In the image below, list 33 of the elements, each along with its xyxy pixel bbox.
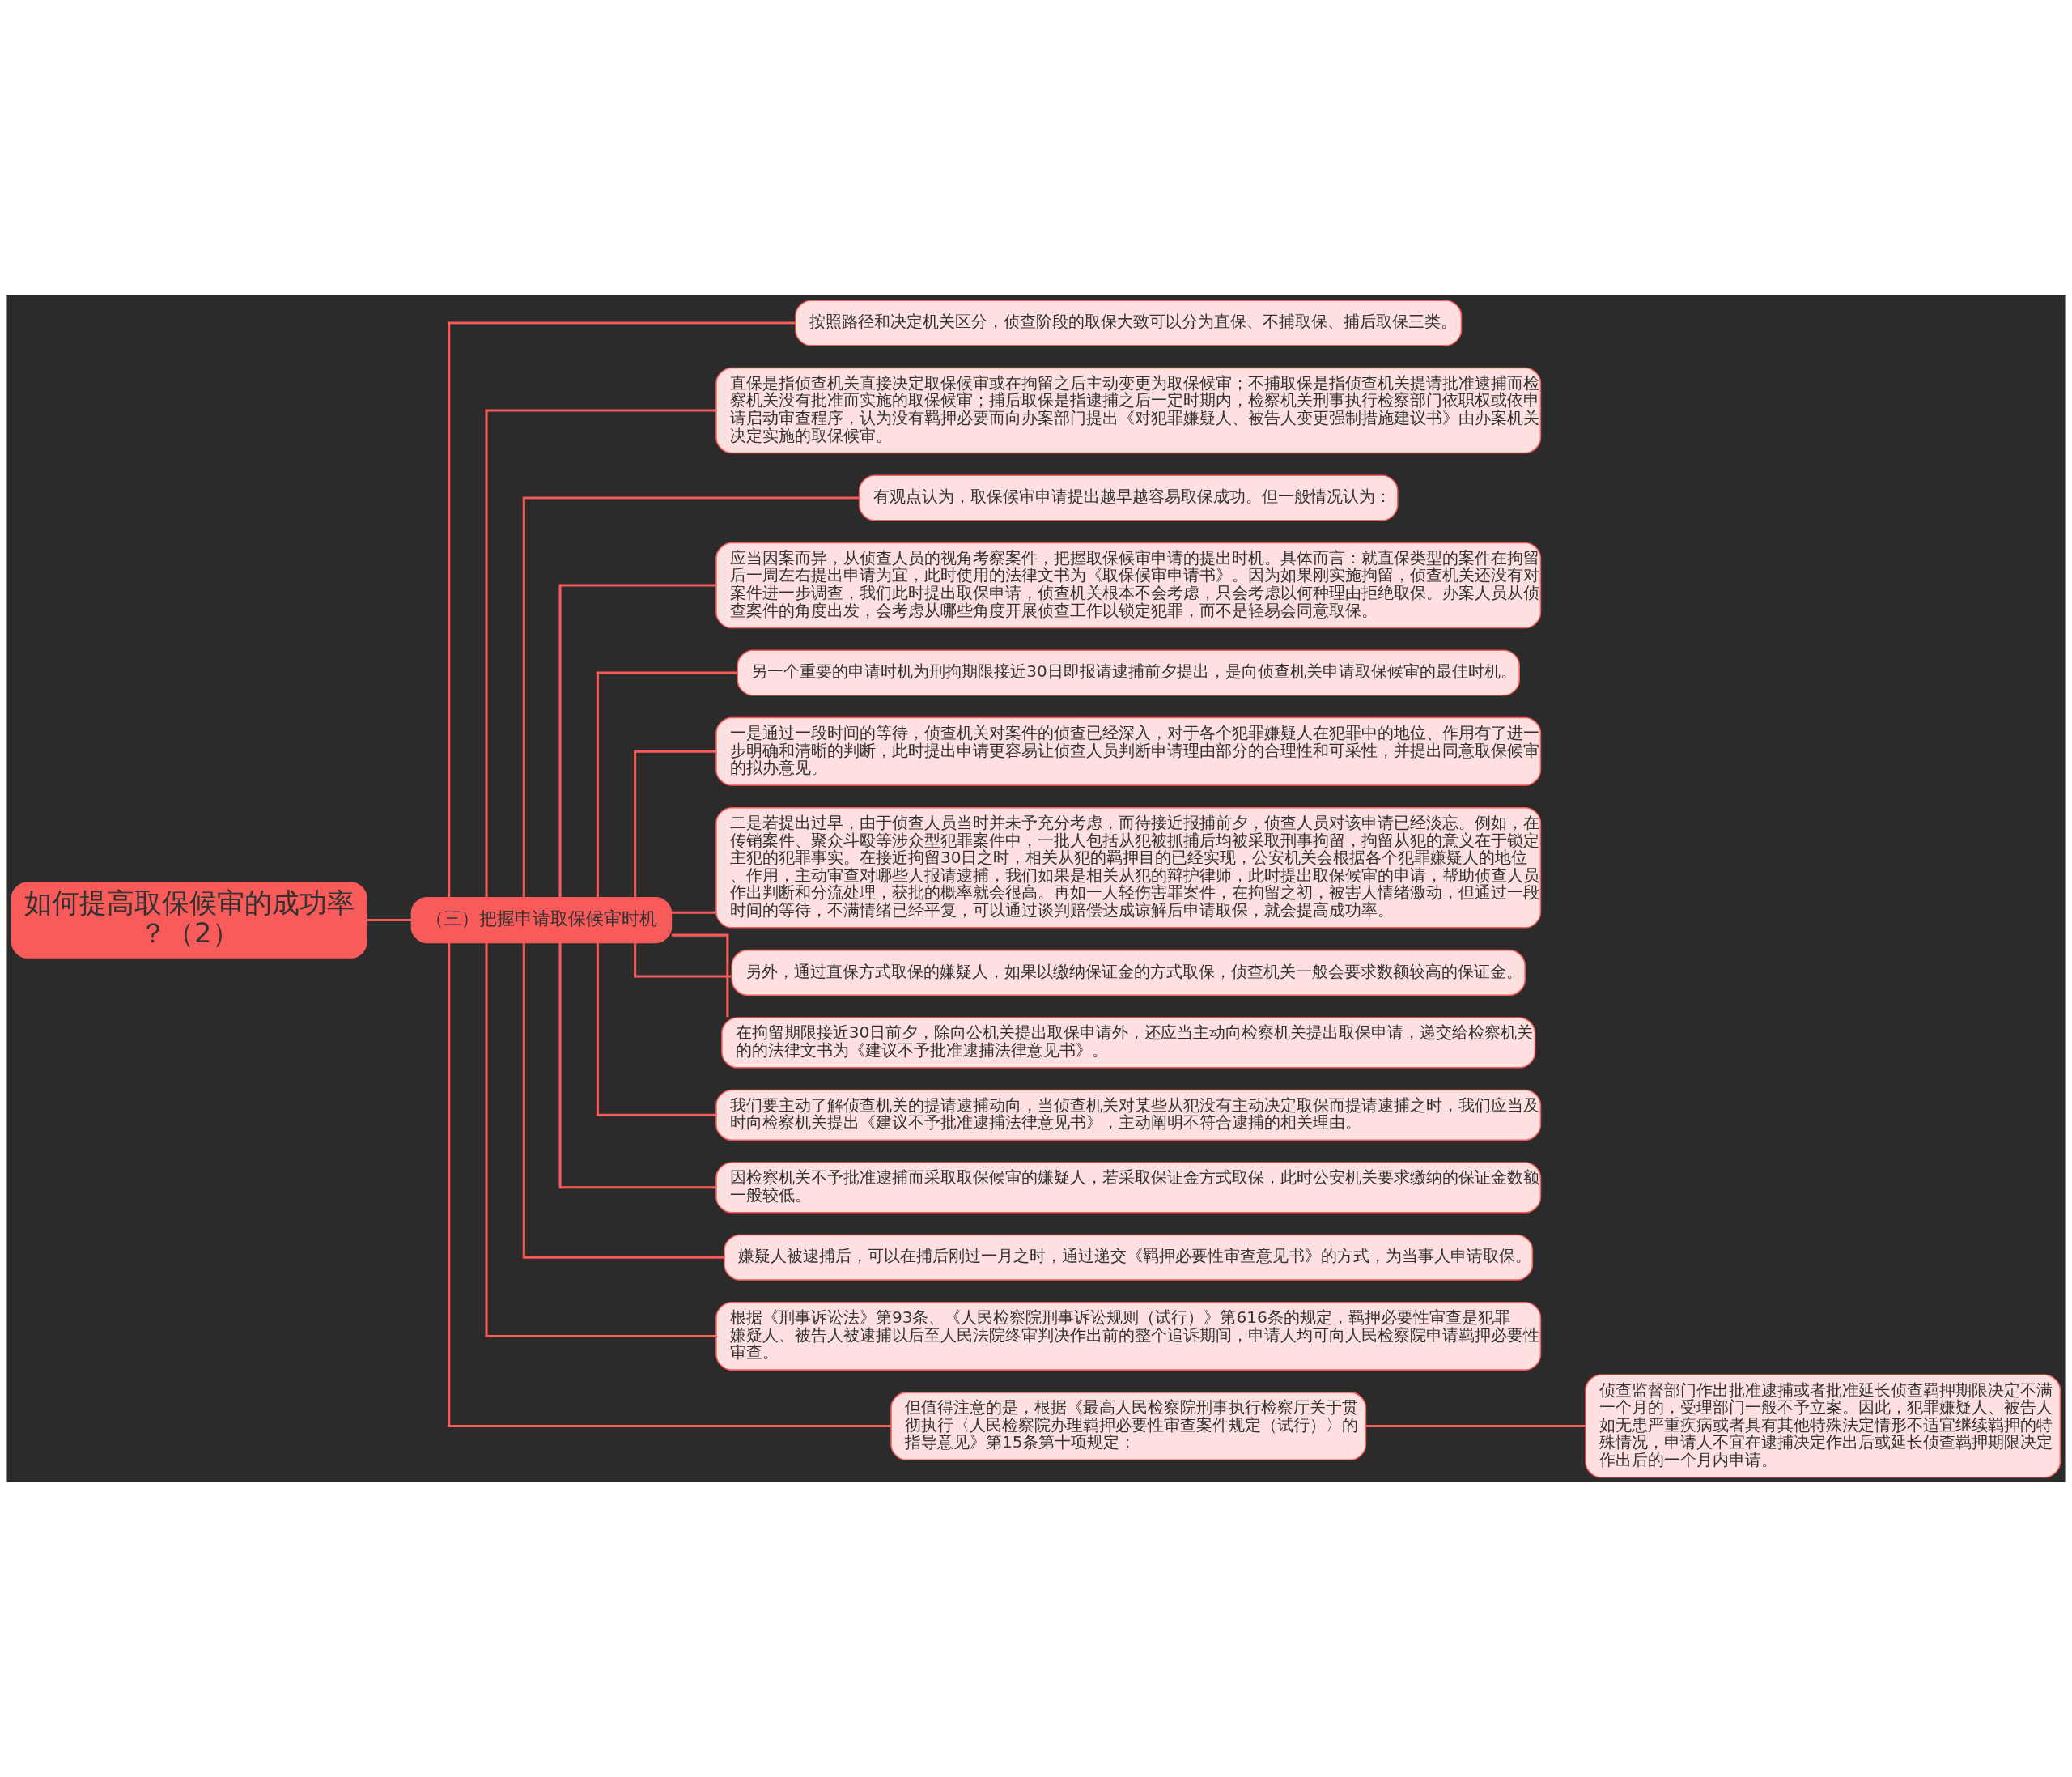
connector <box>448 942 891 1427</box>
node-box: 一是通过一段时间的等待，侦查机关对案件的侦查已经深入，对于各个犯罪嫌疑人在犯罪中的地位、作用有了进一步明确和清晰的判断，此时提出申请更容易让侦查人员判断申请理由部分的合理性和可采性，并提出同意取保候审的拟办意见。 <box>715 716 1542 786</box>
node-box: 但值得注意的是，根据《最高人民检察院刑事执行检察厅关于贯彻执行〈人民检察院办理羁押必要性审查案件规定（试行）〉的指导意见》第15条第十项规定： <box>890 1391 1367 1460</box>
connector <box>558 942 716 1188</box>
connector <box>558 583 716 898</box>
node-box: 因检察机关不予批准逮捕而采取取保候审的嫌疑人，若采取保证金方式取保，此时公安机关要求缴纳的保证金数额一般较低。 <box>715 1161 1542 1213</box>
connector <box>485 408 716 898</box>
node-box: 在拘留期限接近30日前夕，除向公机关提出取保申请外，还应当主动向检察机关提出取保申请，递交给检察机关的的法律文书为《建议不予批准逮捕法律意见书》。 <box>721 1016 1536 1068</box>
connector <box>485 942 716 1337</box>
node-box: 如何提高取保候审的成功率？（2） <box>11 882 367 959</box>
node-box: 根据《刑事诉讼法》第93条、《人民检察院刑事诉讼规则（试行）》第616条的规定，羁押必要性审查是犯罪嫌疑人、被告人被逮捕以后至人民法院终审判决作出前的整个追诉期间，申请人均可向人民检察院申请羁押必要性审查。 <box>715 1301 1542 1371</box>
connector <box>596 942 716 1116</box>
node-box: 有观点认为，取保候审申请提出越早越容易取保成功。但一般情况认为： <box>858 474 1399 521</box>
connector <box>367 918 412 921</box>
node-box: 按照路径和决定机关区分，侦查阶段的取保大致可以分为直保、不捕取保、捕后取保三类。 <box>795 299 1463 346</box>
node-box: 直保是指侦查机关直接决定取保候审或在拘留之后主动变更为取保候审；不捕取保是指侦查机关提请批准逮捕而检察机关没有批准而实施的取保候审；捕后取保是指逮捕之后一定时期内，检察机关刑事执行检察部门依职权或依申请启动审查程序，认为没有羁押必要而向办案部门提出《对犯罪嫌疑人、被告人变更强制措施建议书》由办案机关决定实施的取保候审。 <box>715 367 1542 453</box>
node-box: 二是若提出过早，由于侦查人员当时并未予充分考虑，而待接近报捕前夕，侦查人员对该申请已经淡忘。例如，在传销案件、聚众斗殴等涉众型犯罪案件中，一批人包括从犯被抓捕后均被采取刑事拘留，拘留从犯的意义在于锁定主犯的犯罪事实。在接近拘留30日之时，相关从犯的羁押目的已经实现，公安机关会根据各个犯罪嫌疑人的地位、作用，主动审查对哪些人报请逮捕，我们如果是相关从犯的辩护律师，此时提出取保候审的申请，帮助侦查人员作出判断和分流处理，获批的概率就会很高。再如一人轻伤害罪案件，在拘留之初，被害人情绪激动，但通过一段时间的等待，不满情绪已经平复，可以通过谈判赔偿达成谅解后申请取保，就会提高成功率。 <box>715 806 1542 929</box>
connector <box>522 495 860 898</box>
node-box: 嫌疑人被逮捕后，可以在捕后刚过一月之时，通过递交《羁押必要性审查意见书》的方式，为当事人申请取保。 <box>724 1234 1534 1281</box>
connector <box>596 671 738 897</box>
node-box: 另外，通过直保方式取保的嫌疑人，如果以缴纳保证金的方式取保，侦查机关一般会要求数额较高的保证金。 <box>731 949 1526 996</box>
connector <box>448 321 796 898</box>
connector <box>634 942 732 978</box>
node-box: 侦查监督部门作出批准逮捕或者批准延长侦查羁押期限决定不满一个月的，受理部门一般不予立案。因此，犯罪嫌疑人、被告人如无患严重疾病或者具有其他特殊法定情形不适宜继续羁押的特殊情况，申请人不宜在逮捕决定作出后或延长侦查羁押期限决定作出后的一个月内申请。 <box>1585 1374 2061 1478</box>
connector <box>634 750 716 897</box>
node-box: 另一个重要的申请时机为刑拘期限接近30日即报请逮捕前夕提出，是向侦查机关申请取保候审的最佳时机。 <box>737 649 1520 696</box>
connector <box>671 933 729 1017</box>
connector <box>1365 1424 1586 1427</box>
node-box: （三）把握申请取保候审时机 <box>410 896 673 943</box>
connector <box>671 911 716 914</box>
node-box: 我们要主动了解侦查机关的提请逮捕动向，当侦查机关对某些从犯没有主动决定取保而提请逮捕之时，我们应当及时向检察机关提出《建议不予批准逮捕法律意见书》，主动阐明不符合逮捕的相关理由。 <box>715 1089 1542 1141</box>
connector <box>522 942 724 1259</box>
node-box: 应当因案而异，从侦查人员的视角考察案件，把握取保候审申请的提出时机。具体而言：就直保类型的案件在拘留后一周左右提出申请为宜，此时使用的法律文书为《取保候审申请书》。因为如果刚实施拘留，侦查机关还没有对案件进一步调查，我们此时提出取保申请，侦查机关根本不会考虑，只会考虑以何种理由拒绝取保。办案人员从侦查案件的角度出发，会考虑从哪些角度开展侦查工作以锁定犯罪，而不是轻易会同意取保。 <box>715 542 1542 628</box>
